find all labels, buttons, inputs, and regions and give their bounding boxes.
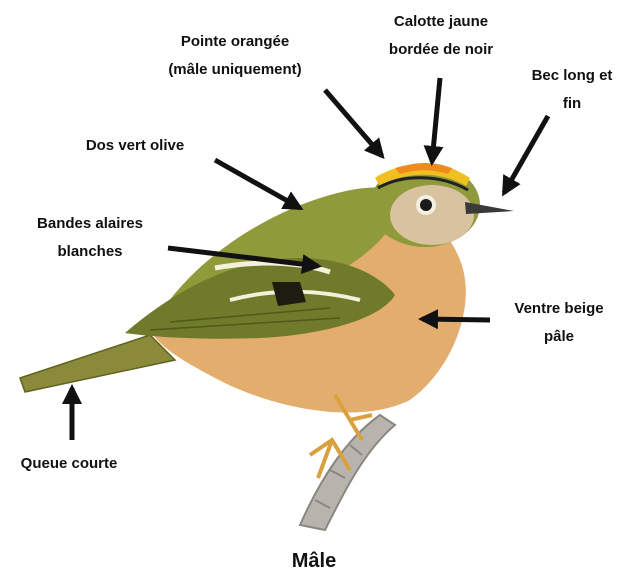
arrow-crown	[432, 78, 440, 162]
caption: Mâle	[0, 550, 628, 573]
beak	[465, 202, 514, 214]
arrow-beak	[504, 116, 548, 193]
arrow-back	[215, 160, 300, 208]
arrow-tip	[325, 90, 382, 156]
label-wingbars: Bandes alaires blanches	[20, 210, 160, 266]
bird-head	[370, 163, 514, 247]
label-belly: Ventre beige pâle	[494, 295, 624, 351]
branch	[300, 415, 395, 530]
arrow-belly	[422, 319, 490, 320]
tail	[20, 335, 175, 392]
label-back: Dos vert olive	[70, 132, 200, 160]
eye	[420, 199, 432, 211]
label-tip: Pointe orangée (mâle uniquement)	[148, 28, 322, 84]
label-tail: Queue courte	[6, 450, 132, 478]
label-beak: Bec long et fin	[520, 62, 624, 118]
label-crown: Calotte jaune bordée de noir	[366, 8, 516, 64]
